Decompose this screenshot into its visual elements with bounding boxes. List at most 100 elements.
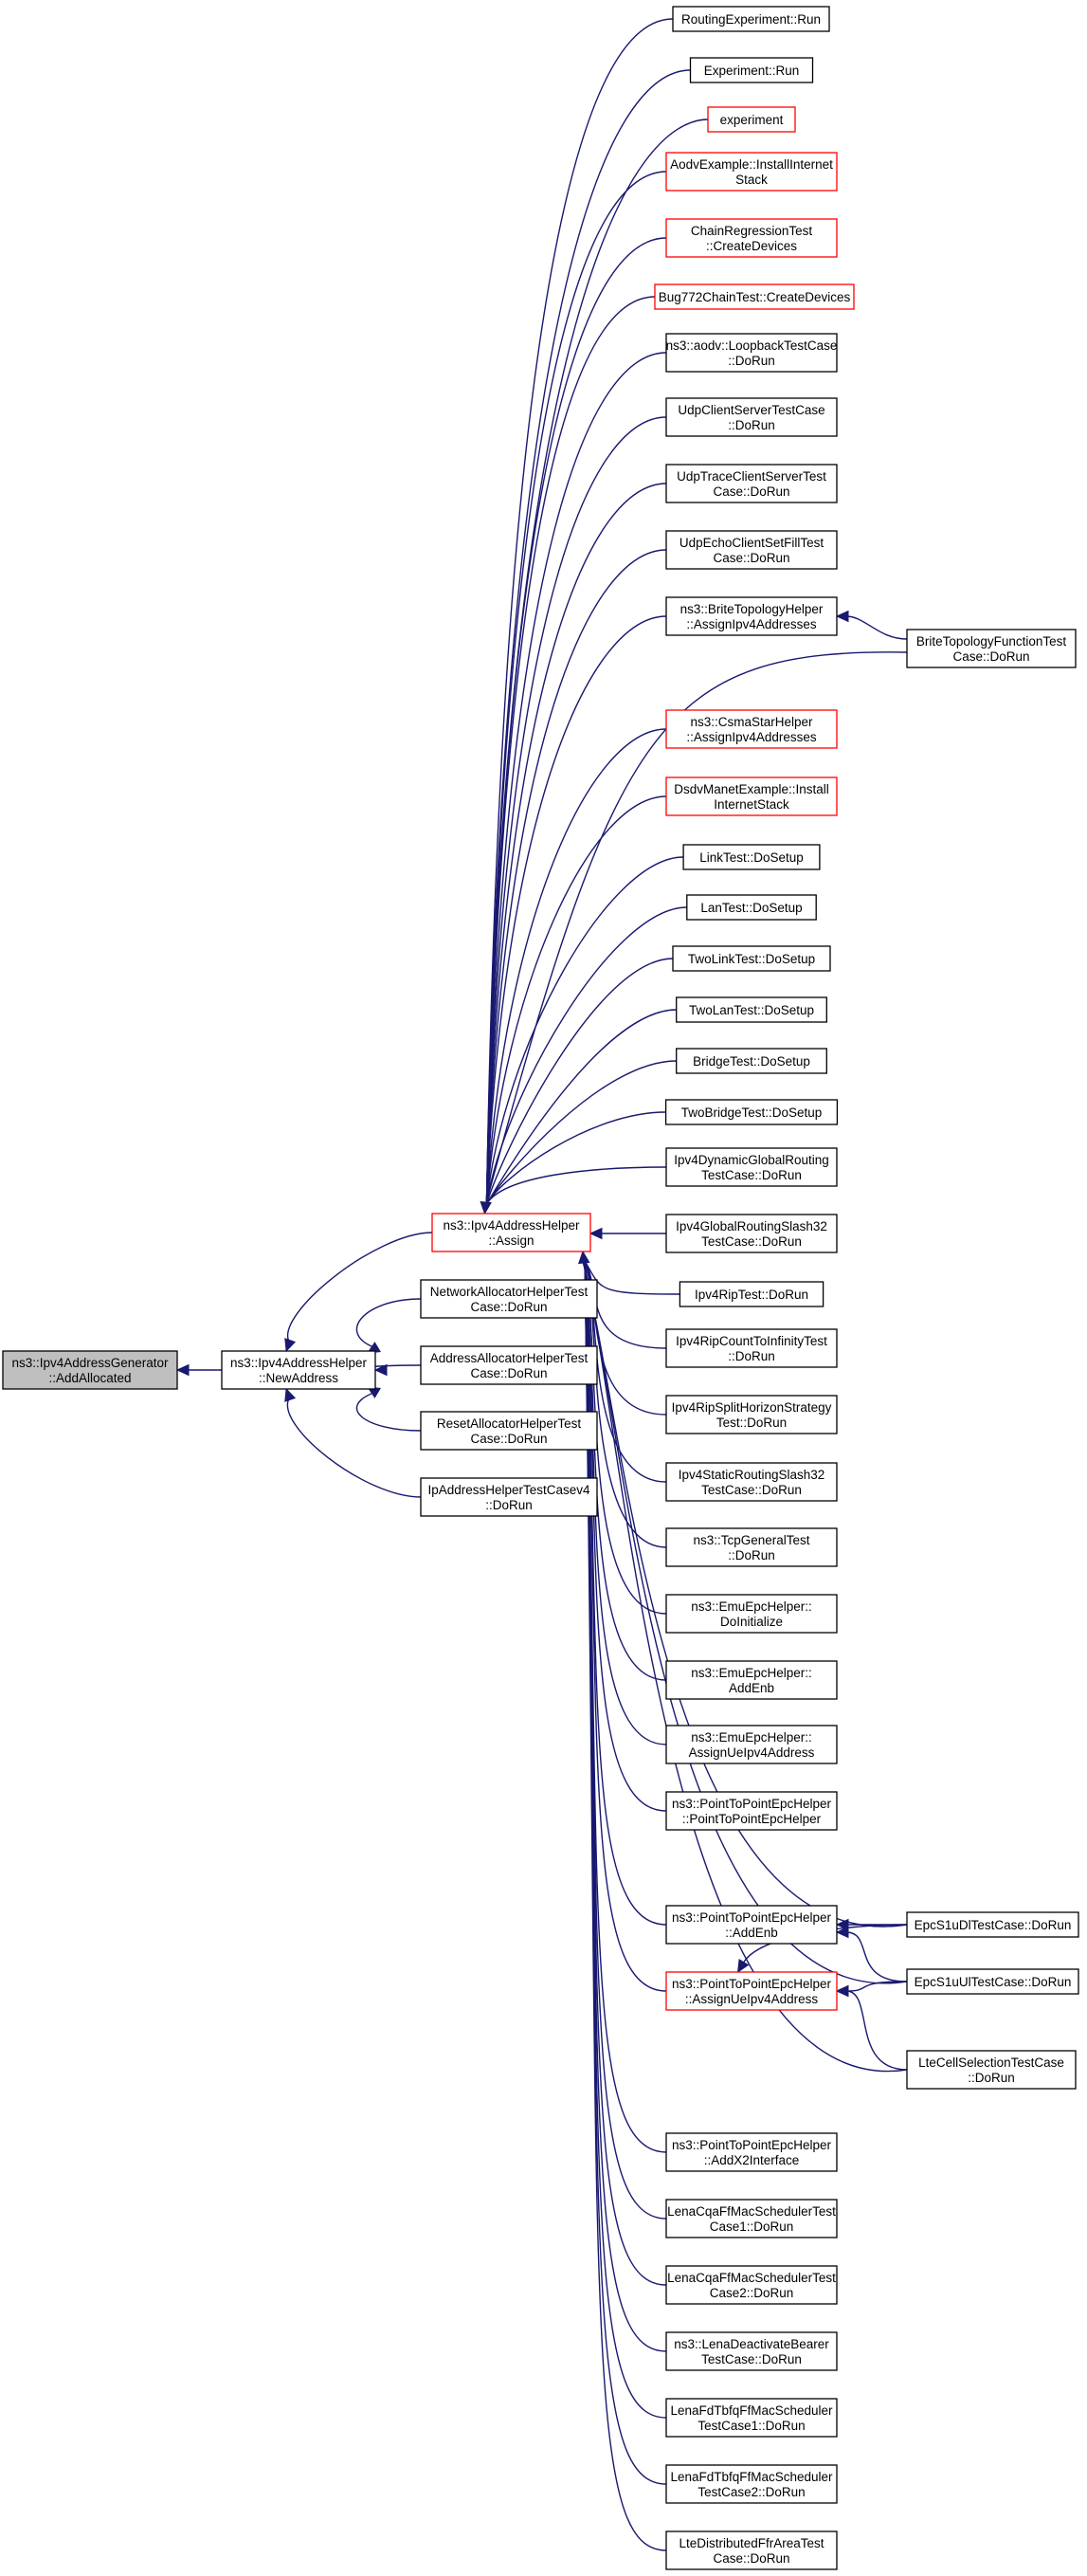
node-box[interactable] xyxy=(906,1968,1079,1995)
node-box[interactable] xyxy=(665,2464,838,2504)
node-box[interactable] xyxy=(654,283,855,310)
node-ns3-pointtopointepchelper-addenb[interactable]: ns3::PointToPointEpcHelper::AddEnb xyxy=(665,1905,838,1945)
node-box[interactable] xyxy=(420,1411,598,1451)
node-box[interactable] xyxy=(672,945,831,972)
node-ns3-emuepchelper-addenb[interactable]: ns3::EmuEpcHelper::AddEnb xyxy=(665,1660,838,1700)
node-box[interactable] xyxy=(676,996,827,1023)
node-box[interactable] xyxy=(665,1527,838,1567)
node-ns3-emuepchelper-assignueipv4address[interactable]: ns3::EmuEpcHelper::AssignUeIpv4Address xyxy=(665,1725,838,1764)
node-ns3-pointtopointepchelper-addx2interface[interactable]: ns3::PointToPointEpcHelper::AddX2Interfa… xyxy=(665,2132,838,2172)
node-experiment[interactable]: experiment xyxy=(707,106,796,133)
node-twolinktest-dosetup[interactable]: TwoLinkTest::DoSetup xyxy=(672,945,831,972)
node-ns3-pointtopointepchelper-assignueipv4address[interactable]: ns3::PointToPointEpcHelper::AssignUeIpv4… xyxy=(665,1971,838,2011)
node-box[interactable] xyxy=(665,333,838,373)
node-ns3-britetopologyhelper-assignipv4addresses[interactable]: ns3::BriteTopologyHelper::AssignIpv4Addr… xyxy=(665,596,838,636)
node-box[interactable] xyxy=(665,709,838,749)
node-epcs1uultestcase-dorun[interactable]: EpcS1uUlTestCase::DoRun xyxy=(906,1968,1079,1995)
node-box[interactable] xyxy=(665,776,838,816)
node-ns3-csmastarhelper-assignipv4addresses[interactable]: ns3::CsmaStarHelper::AssignIpv4Addresses xyxy=(665,709,838,749)
node-box[interactable] xyxy=(420,1279,598,1319)
node-ns3-aodv-loopbacktestcase-dorun[interactable]: ns3::aodv::LoopbackTestCase::DoRun xyxy=(665,333,838,373)
node-ns3-pointtopointepchelper-pointtopointepchelper[interactable]: ns3::PointToPointEpcHelper::PointToPoint… xyxy=(665,1791,838,1831)
node-box[interactable] xyxy=(906,2050,1077,2090)
node-ns3-ipv4addresshelper-assign[interactable]: ns3::Ipv4AddressHelper::Assign xyxy=(431,1213,591,1252)
node-box[interactable] xyxy=(665,1462,838,1502)
node-box[interactable] xyxy=(665,1660,838,1700)
node-ltecellselectiontestcase-dorun[interactable]: LteCellSelectionTestCase::DoRun xyxy=(906,2050,1077,2090)
node-udpclientservertestcase-dorun[interactable]: UdpClientServerTestCase::DoRun xyxy=(665,397,838,437)
node-box[interactable] xyxy=(221,1350,376,1390)
node-label: Ipv4GlobalRoutingSlash32 xyxy=(676,1219,827,1233)
node-box[interactable] xyxy=(665,530,838,570)
node-ipaddresshelpertestcasev4-dorun[interactable]: IpAddressHelperTestCasev4::DoRun xyxy=(420,1477,598,1517)
node-box[interactable] xyxy=(665,1905,838,1945)
node-box[interactable] xyxy=(665,2398,838,2438)
node-box[interactable] xyxy=(665,596,838,636)
node-routingexperiment-run[interactable]: RoutingExperiment::Run xyxy=(672,6,830,32)
node-box[interactable] xyxy=(665,1395,838,1434)
node-box[interactable] xyxy=(906,1911,1079,1938)
node-box[interactable] xyxy=(665,1214,838,1253)
node-twobridgetest-dosetup[interactable]: TwoBridgeTest::DoSetup xyxy=(664,1099,839,1125)
node-box[interactable] xyxy=(679,1281,824,1307)
node-box[interactable] xyxy=(689,57,814,83)
node-experiment-run[interactable]: Experiment::Run xyxy=(689,57,814,83)
node-box[interactable] xyxy=(665,2265,838,2305)
node-ns3-ipv4addresshelper-newaddress[interactable]: ns3::Ipv4AddressHelper::NewAddress xyxy=(221,1350,376,1390)
node-linktest-dosetup[interactable]: LinkTest::DoSetup xyxy=(682,844,821,870)
node-box[interactable] xyxy=(665,2199,838,2238)
node-ipv4ripcounttoinfinitytest-dorun[interactable]: Ipv4RipCountToInfinityTest::DoRun xyxy=(665,1328,838,1368)
node-box[interactable] xyxy=(665,1725,838,1764)
node-box[interactable] xyxy=(665,152,838,192)
node-box[interactable] xyxy=(707,106,796,133)
node-bridgetest-dosetup[interactable]: BridgeTest::DoSetup xyxy=(676,1048,827,1074)
node-ns3-emuepchelper-doinitialize[interactable]: ns3::EmuEpcHelper::DoInitialize xyxy=(665,1594,838,1634)
node-box[interactable] xyxy=(665,218,838,258)
node-box[interactable] xyxy=(664,1099,839,1125)
node-box[interactable] xyxy=(686,894,817,921)
node-box[interactable] xyxy=(665,2132,838,2172)
node-twolantest-dosetup[interactable]: TwoLanTest::DoSetup xyxy=(676,996,827,1023)
node-box[interactable] xyxy=(665,1971,838,2011)
node-ipv4riptest-dorun[interactable]: Ipv4RipTest::DoRun xyxy=(679,1281,824,1307)
node-box[interactable] xyxy=(906,629,1077,668)
node-box[interactable] xyxy=(665,1594,838,1634)
node-box[interactable] xyxy=(665,1791,838,1831)
node-label: TestCase::DoRun xyxy=(701,1168,802,1182)
node-box[interactable] xyxy=(420,1345,598,1385)
node-box[interactable] xyxy=(665,397,838,437)
node-box[interactable] xyxy=(431,1213,591,1252)
node-lantest-dosetup[interactable]: LanTest::DoSetup xyxy=(686,894,817,921)
node-box[interactable] xyxy=(420,1477,598,1517)
node-box[interactable] xyxy=(672,6,830,32)
node-box[interactable] xyxy=(665,2331,838,2371)
node-box[interactable] xyxy=(682,844,821,870)
node-box[interactable] xyxy=(676,1048,827,1074)
node-ns3-tcpgeneraltest-dorun[interactable]: ns3::TcpGeneralTest::DoRun xyxy=(665,1527,838,1567)
node-box[interactable] xyxy=(665,464,838,503)
node-chainregressiontest-createdevices[interactable]: ChainRegressionTest::CreateDevices xyxy=(665,218,838,258)
node-box[interactable] xyxy=(665,1328,838,1368)
node-bug772chaintest-createdevices[interactable]: Bug772ChainTest::CreateDevices xyxy=(654,283,855,310)
node-epcs1udltestcase-dorun[interactable]: EpcS1uDlTestCase::DoRun xyxy=(906,1911,1079,1938)
node-box[interactable] xyxy=(665,1147,838,1187)
node-box[interactable] xyxy=(665,2530,838,2570)
